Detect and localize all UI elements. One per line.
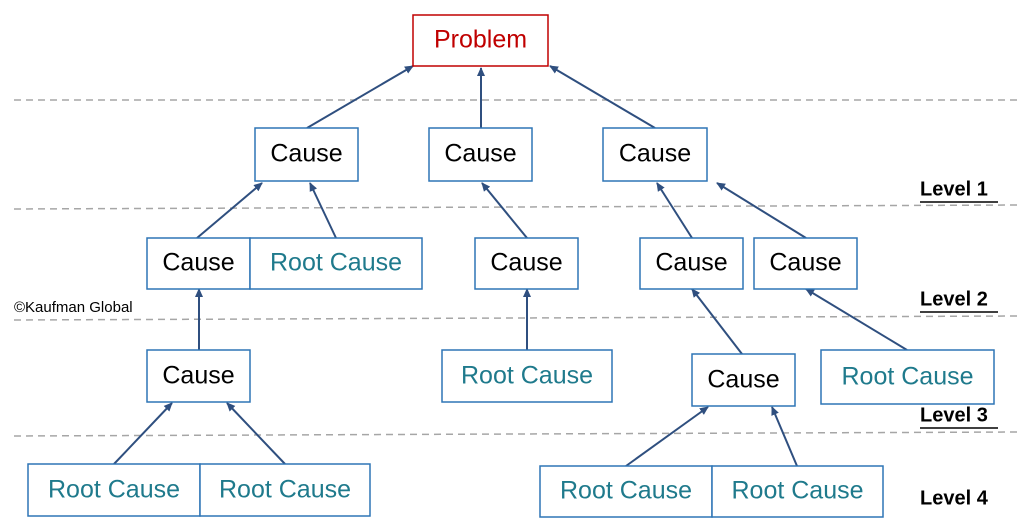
cause-label: Cause [707, 366, 779, 394]
separator-line [13, 431, 1021, 437]
cause-label: Cause [769, 249, 841, 277]
cause-box [474, 237, 579, 290]
root-cause-node: Root Cause [249, 237, 423, 290]
root-cause-node: Root Cause [27, 463, 201, 517]
root-cause-node: Root Cause [441, 349, 613, 403]
separator-line [13, 204, 1021, 210]
problem-box [412, 14, 549, 67]
cause-box [146, 349, 251, 403]
cause-node: Cause [146, 237, 251, 290]
cause-node: Cause [428, 127, 533, 182]
cause-node: Cause [691, 353, 796, 407]
cause-label: Cause [444, 140, 516, 168]
root-cause-label: Root Cause [270, 249, 402, 277]
arrow [691, 288, 743, 355]
root-cause-label: Root Cause [731, 477, 863, 505]
copyright-text: ©Kaufman Global [14, 299, 133, 316]
cause-node: Cause [753, 237, 858, 290]
level-label: Level 2 [920, 288, 988, 310]
cause-node: Cause [146, 349, 251, 403]
arrow [226, 402, 286, 465]
root-cause-node: Root Cause [199, 463, 371, 517]
cause-box [602, 127, 708, 182]
cause-box [753, 237, 858, 290]
cause-label: Cause [655, 249, 727, 277]
problem-label: Problem [434, 26, 527, 54]
arrow [481, 182, 528, 239]
cause-node: Cause [254, 127, 359, 182]
cause-box [146, 237, 251, 290]
cause-box [428, 127, 533, 182]
cause-label: Cause [162, 249, 234, 277]
root-cause-label: Root Cause [560, 477, 692, 505]
root-cause-box [539, 465, 713, 518]
separator-line [13, 315, 1021, 321]
level-label: Level 3 [920, 404, 988, 426]
cause-label: Cause [162, 362, 234, 390]
arrow [656, 182, 693, 239]
arrow [196, 182, 263, 239]
level-label: Level 4 [920, 487, 989, 509]
root-cause-node: Root Cause [539, 465, 713, 518]
cause-node: Cause [602, 127, 708, 182]
cause-label: Cause [619, 140, 691, 168]
arrow [306, 65, 414, 129]
cause-node: Cause [639, 237, 744, 290]
arrow [549, 65, 656, 129]
arrow [805, 288, 908, 351]
arrow [771, 406, 798, 467]
arrow [309, 182, 337, 239]
cause-label: Cause [270, 140, 342, 168]
level-labels: Level 1 Level 2 Level 3 Level 4 [920, 178, 998, 509]
root-cause-label: Root Cause [841, 363, 973, 391]
level-label: Level 1 [920, 178, 988, 200]
root-cause-box [249, 237, 423, 290]
cause-node: Cause [474, 237, 579, 290]
root-cause-box [820, 349, 995, 405]
cause-box [691, 353, 796, 407]
arrow [113, 402, 173, 465]
root-cause-node: Root Cause [820, 349, 995, 405]
arrow [625, 406, 709, 467]
cause-label: Cause [490, 249, 562, 277]
root-cause-box [441, 349, 613, 403]
arrows [113, 65, 908, 467]
root-cause-label: Root Cause [219, 476, 351, 504]
root-cause-label: Root Cause [461, 362, 593, 390]
cause-box [639, 237, 744, 290]
root-cause-box [199, 463, 371, 517]
arrow [716, 182, 807, 239]
root-cause-box [27, 463, 201, 517]
root-cause-label: Root Cause [48, 476, 180, 504]
problem-node: Problem [412, 14, 549, 67]
cause-box [254, 127, 359, 182]
root-cause-node: Root Cause [711, 465, 884, 518]
root-cause-box [711, 465, 884, 518]
